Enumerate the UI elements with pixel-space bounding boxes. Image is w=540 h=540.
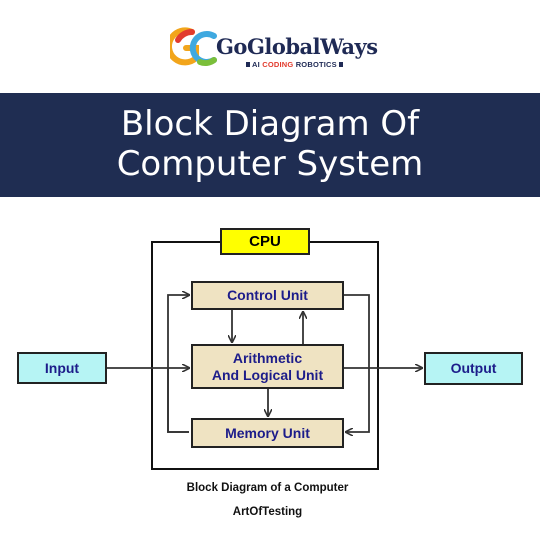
brand-tagline-prefix: AI [252,60,263,69]
output-block: Output [424,352,523,385]
brand-logo: GoGlobalWays AI CODING ROBOTICS [170,26,378,74]
arrow-to-memory-unit [167,368,189,433]
memory-unit-block: Memory Unit [191,418,344,448]
diagram-caption: Block Diagram of a Computer [186,482,349,494]
control-unit-block: Control Unit [191,281,344,310]
alu-label-line-2: And Logical Unit [211,366,324,383]
brand-tagline-highlight: CODING [262,60,294,69]
alu-block: Arithmetic And Logical Unit [191,344,344,389]
input-block: Input [17,352,107,384]
brand-name: GoGlobalWays [216,34,378,59]
brand-tagline: AI CODING ROBOTICS [246,60,344,69]
brand-tagline-suffix: ROBOTICS [293,60,337,69]
page-title-line-2: Computer System [116,144,424,184]
goglobalways-logo-icon [170,27,217,67]
title-banner: Block Diagram Of Computer System [0,93,540,197]
diagram-arrows [107,225,540,525]
arrow-control-to-right-bus [344,294,370,432]
alu-label-line-1: Arithmetic [232,349,303,366]
arrow-to-control-unit [167,295,189,433]
page-title: Block Diagram Of Computer System [0,104,540,184]
diagram-credit: ArtOfTesting [232,506,303,518]
page-title-line-1: Block Diagram Of [120,104,420,144]
cpu-label: CPU [220,228,310,255]
block-diagram: CPU Control Unit Arithmetic And Logical … [0,225,540,525]
